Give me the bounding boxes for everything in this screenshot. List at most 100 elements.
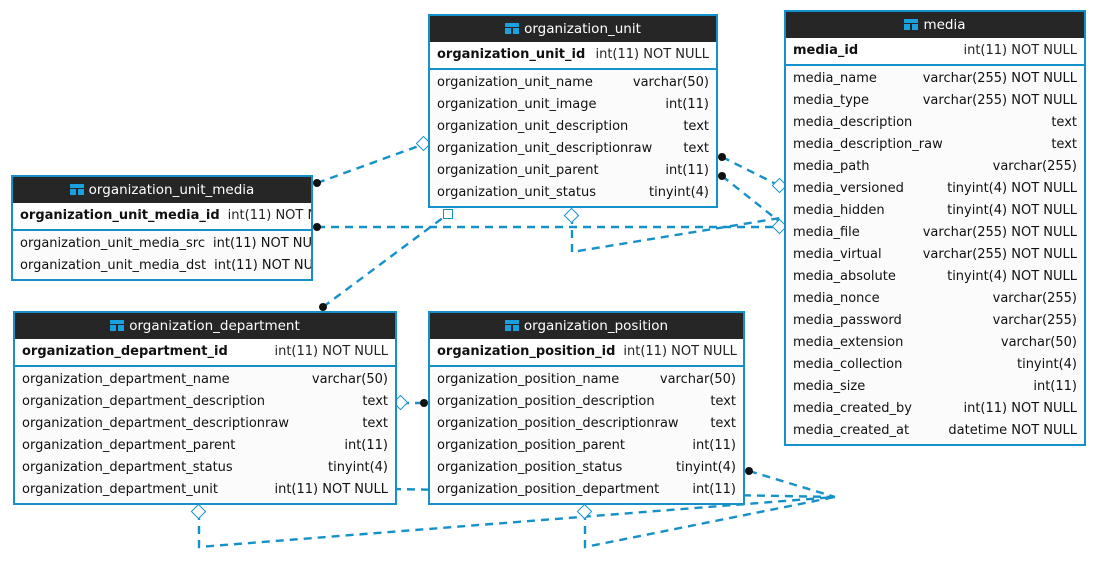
- table-title: organization_position: [523, 318, 669, 334]
- column-type: varchar(255) NOT NULL: [922, 225, 1077, 240]
- column-row[interactable]: media_virtual varchar(255) NOT NULL: [786, 244, 1084, 266]
- column-row[interactable]: organization_unit_description text: [430, 116, 716, 138]
- column-name: media_name: [793, 71, 877, 86]
- column-row[interactable]: media_name varchar(255) NOT NULL: [786, 68, 1084, 90]
- column-name: media_size: [793, 379, 866, 394]
- column-row[interactable]: organization_unit_status tinyint(4): [430, 182, 716, 204]
- table-icon: [110, 320, 125, 331]
- column-row[interactable]: media_file varchar(255) NOT NULL: [786, 222, 1084, 244]
- column-type: tinyint(4): [648, 185, 709, 200]
- column-type: varchar(255): [992, 313, 1077, 328]
- column-name: organization_position_name: [437, 372, 620, 387]
- column-type: int(11) NOT NULL: [274, 482, 388, 497]
- column-name: organization_unit_image: [437, 97, 597, 112]
- column-row[interactable]: organization_department_unit int(11) NOT …: [15, 479, 395, 501]
- column-row[interactable]: organization_unit_parent int(11): [430, 160, 716, 182]
- column-name: organization_position_parent: [437, 438, 625, 453]
- column-name: media_file: [793, 225, 860, 240]
- column-type: text: [683, 119, 709, 134]
- column-name: organization_position_department: [437, 482, 660, 497]
- column-name: media_absolute: [793, 269, 896, 284]
- relationship-endpoint-square: [442, 208, 453, 219]
- relationship-endpoint-dot: [420, 399, 428, 407]
- column-name: organization_unit_id: [437, 47, 586, 62]
- column-type: int(11): [665, 163, 709, 178]
- column-row[interactable]: media_password varchar(255): [786, 310, 1084, 332]
- column-name: organization_unit_status: [437, 185, 596, 200]
- column-type: varchar(255) NOT NULL: [922, 71, 1077, 86]
- column-type: varchar(255) NOT NULL: [922, 93, 1077, 108]
- table-icon: [69, 184, 84, 195]
- table-organization_position[interactable]: organization_position organization_positi…: [428, 311, 745, 505]
- column-name: organization_position_description: [437, 394, 655, 409]
- column-name: media_password: [793, 313, 902, 328]
- table-header-media[interactable]: media: [786, 12, 1084, 38]
- column-type: int(11) NOT NULL: [213, 236, 313, 251]
- relationship-endpoint-diamond: [576, 503, 593, 520]
- column-name: organization_department_id: [22, 344, 228, 359]
- column-type: varchar(255) NOT NULL: [922, 247, 1077, 262]
- table-header-organization_unit_media[interactable]: organization_unit_media: [13, 177, 311, 203]
- column-name: organization_unit_name: [437, 75, 593, 90]
- column-name: organization_unit_parent: [437, 163, 599, 178]
- column-name: organization_unit_descriptionraw: [437, 141, 653, 156]
- column-type: varchar(255): [992, 159, 1077, 174]
- column-type: int(11) NOT NULL: [963, 43, 1077, 58]
- table-header-organization_unit[interactable]: organization_unit: [430, 16, 716, 42]
- column-type: text: [1051, 115, 1077, 130]
- column-name: organization_unit_description: [437, 119, 629, 134]
- column-type: int(11) NOT NULL: [963, 401, 1077, 416]
- table-icon: [504, 320, 519, 331]
- table-icon: [904, 19, 919, 30]
- column-name: organization_department_unit: [22, 482, 218, 497]
- column-name: organization_department_description: [22, 394, 266, 409]
- column-name: media_virtual: [793, 247, 882, 262]
- relationship-endpoint-diamond: [190, 503, 207, 520]
- column-row[interactable]: media_description text: [786, 112, 1084, 134]
- relationship-line: [721, 175, 781, 223]
- table-header-organization_department[interactable]: organization_department: [15, 313, 395, 339]
- table-header-organization_position[interactable]: organization_position: [430, 313, 743, 339]
- column-name: media_description: [793, 115, 913, 130]
